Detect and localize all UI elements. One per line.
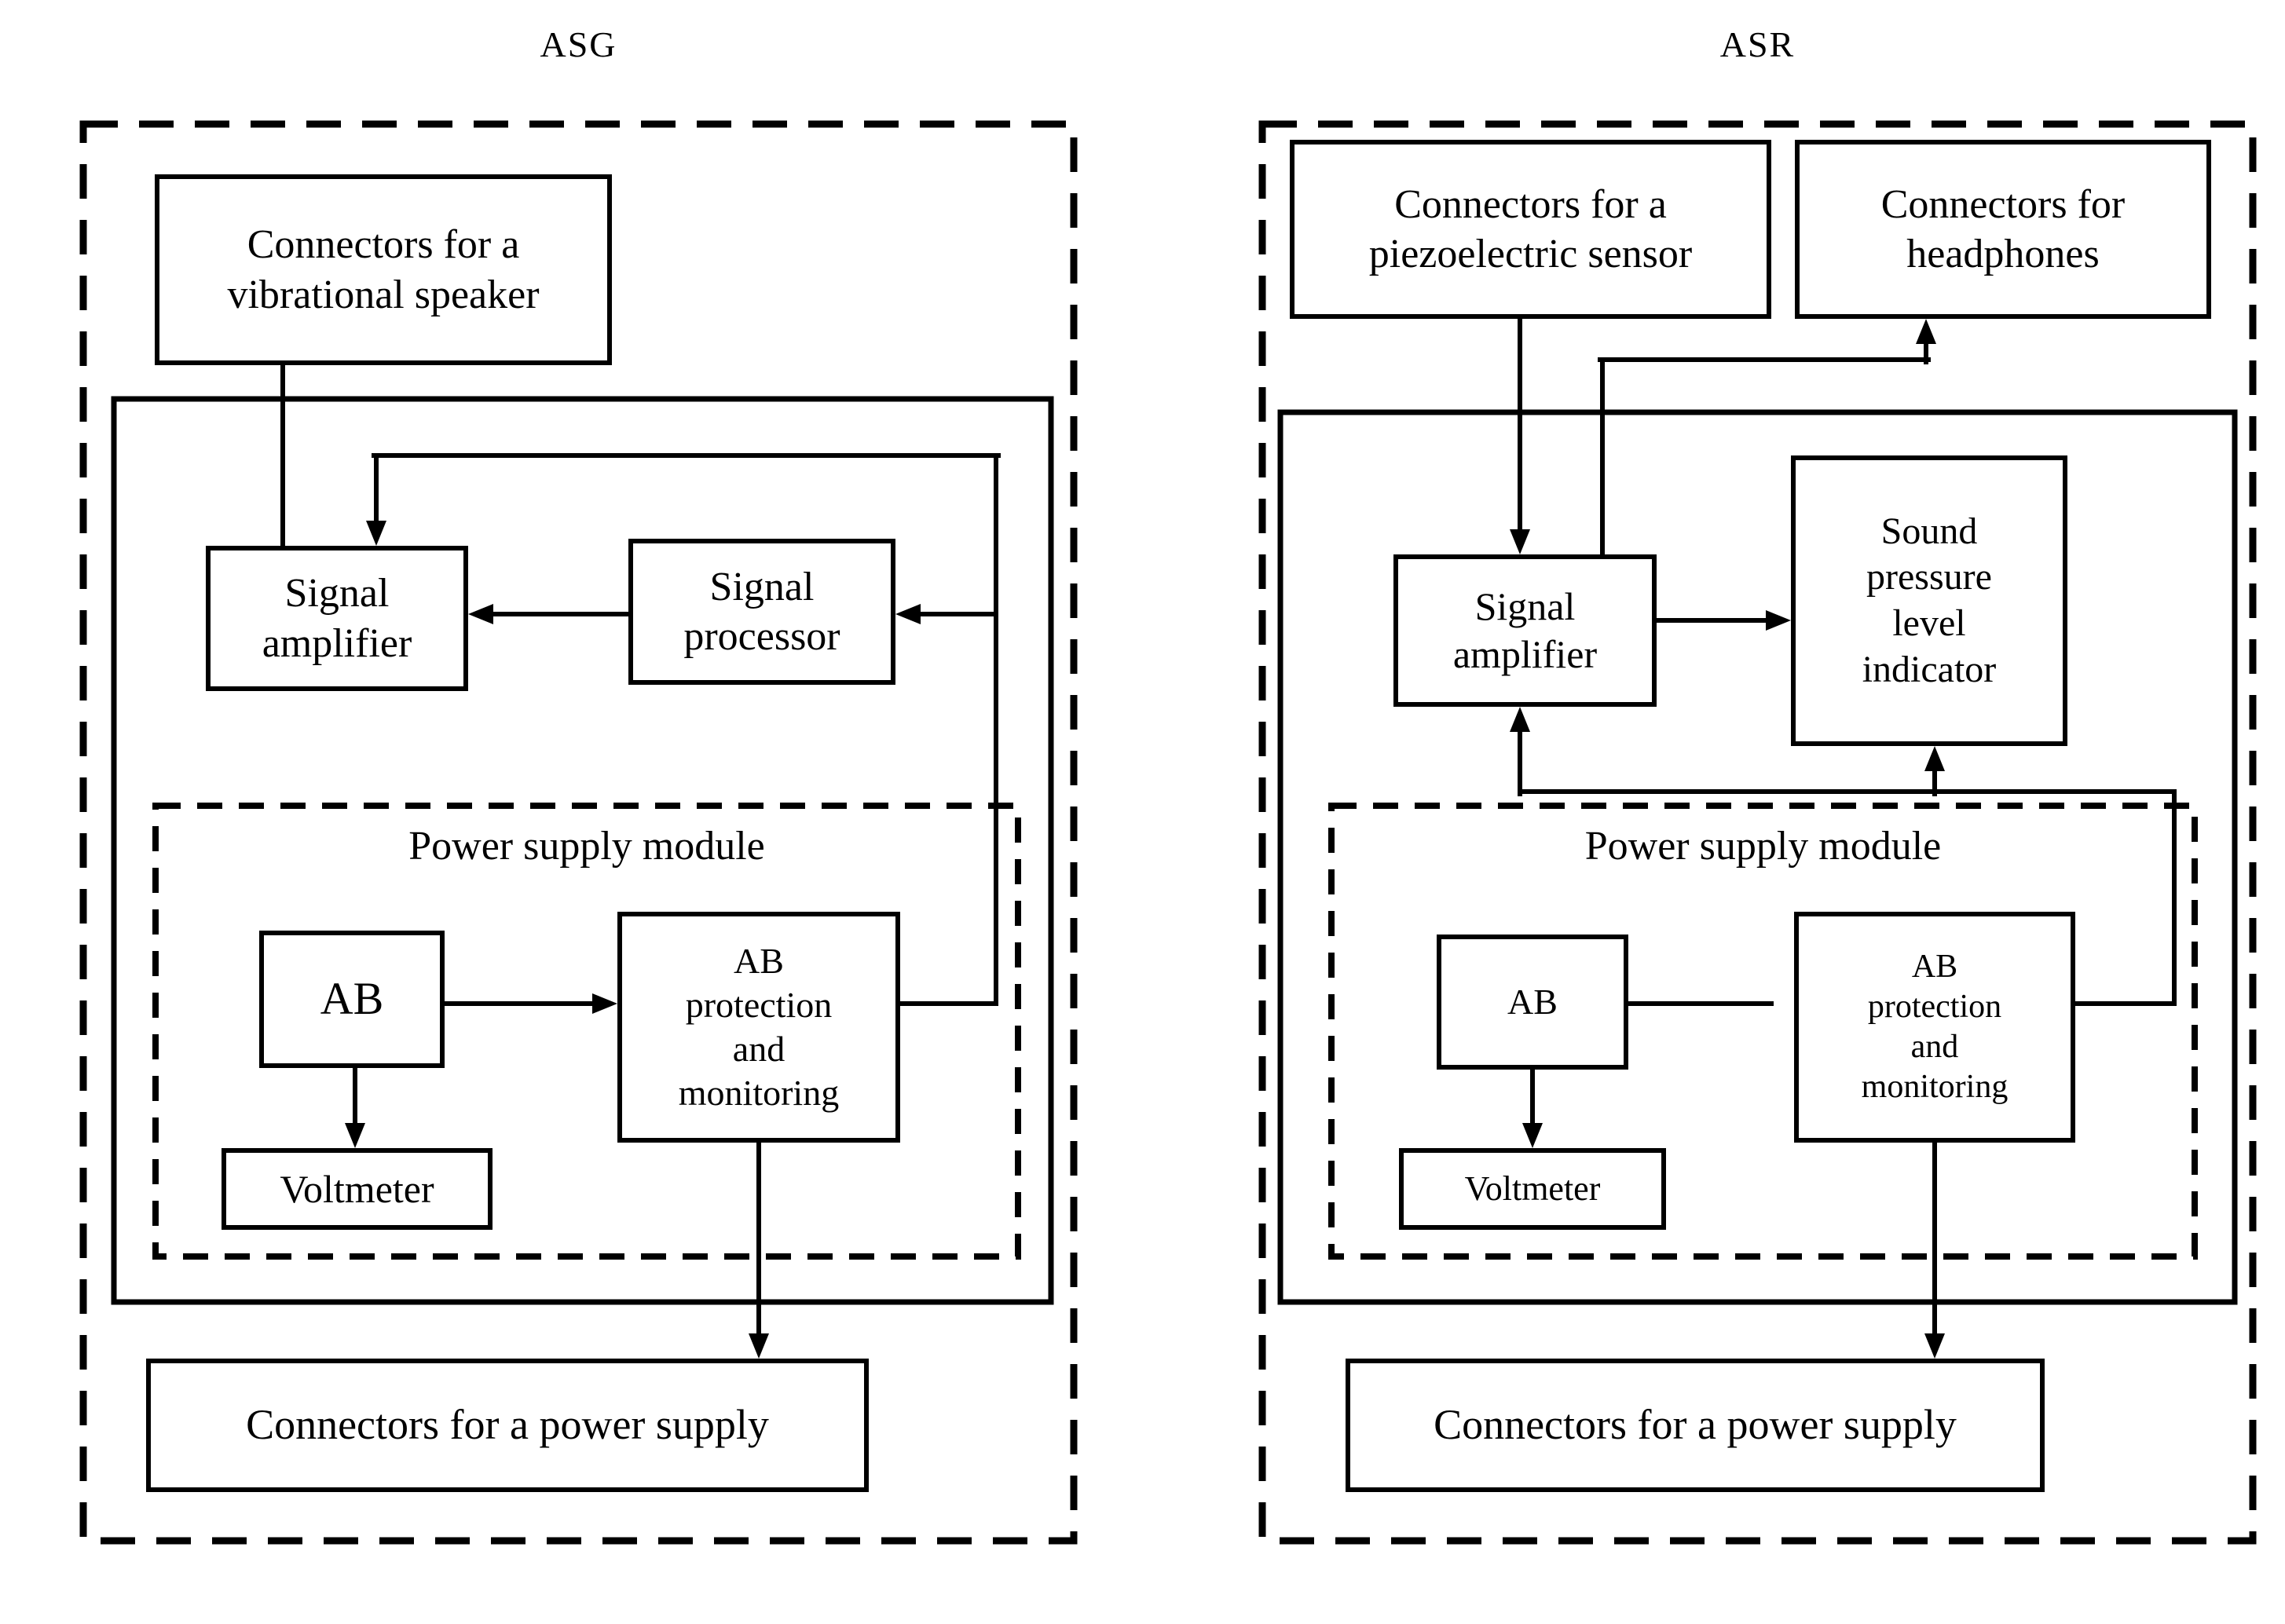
asr-inner-solid-border: [1277, 409, 2238, 1305]
asr-arrowhead-into-spl-bottom: [1924, 746, 1945, 771]
asr-arrowhead-into-voltmeter-top: [1522, 1123, 1543, 1148]
asr-box-sound-pressure-level-indicator: Sound pressure level indicator: [1791, 455, 2067, 746]
asr-box-ab-protection-monitoring: AB protection and monitoring: [1794, 912, 2075, 1143]
asg-box-ab: AB: [259, 931, 445, 1068]
asr-title: ASR: [1719, 24, 1796, 64]
asg-arrowhead-into-processor-right: [895, 604, 921, 624]
asr-arrowhead-into-spl-left: [1766, 610, 1791, 631]
asr-power-supply-module-label: Power supply module: [1584, 824, 1942, 869]
asg-box-signal-amplifier: Signal amplifier: [206, 546, 468, 691]
asr-outer-dashed-border: [1258, 120, 2257, 1545]
asr-box-voltmeter: Voltmeter: [1399, 1148, 1666, 1230]
asr-arrowhead-into-headphones-bottom: [1916, 319, 1936, 344]
asr-box-connectors-piezoelectric-sensor: Connectors for a piezoelectric sensor: [1290, 140, 1771, 319]
asg-box-voltmeter: Voltmeter: [222, 1148, 493, 1230]
asg-box-connectors-power-supply: Connectors for a power supply: [146, 1359, 869, 1492]
asg-box-signal-processor: Signal processor: [628, 539, 895, 685]
asg-arrowhead-into-amplifier-top: [366, 521, 386, 546]
asg-box-connectors-vibrational-speaker: Connectors for a vibrational speaker: [155, 174, 612, 365]
asg-title: ASG: [540, 24, 617, 64]
asg-power-supply-module-label: Power supply module: [408, 824, 765, 869]
asr-box-connectors-power-supply: Connectors for a power supply: [1346, 1359, 2045, 1492]
asr-arrowhead-into-amplifier-bottom: [1510, 707, 1530, 732]
asr-arrowhead-into-amplifier-top: [1510, 529, 1530, 554]
asr-power-module-dashed-border: [1328, 803, 2198, 1260]
asr-box-ab: AB: [1437, 935, 1628, 1070]
asg-arrowhead-into-power-connectors-top: [749, 1333, 769, 1359]
asg-arrowhead-into-voltmeter-top: [345, 1123, 365, 1148]
asr-box-connectors-headphones: Connectors for headphones: [1795, 140, 2211, 319]
asg-inner-solid-border: [111, 396, 1054, 1305]
asg-box-ab-protection-monitoring: AB protection and monitoring: [617, 912, 900, 1143]
asg-arrowhead-into-protection-left: [592, 993, 617, 1014]
asg-power-module-dashed-border: [152, 803, 1021, 1260]
asg-outer-dashed-border: [79, 120, 1078, 1545]
asg-arrowhead-into-amplifier-right: [468, 604, 493, 624]
asr-box-signal-amplifier: Signal amplifier: [1393, 554, 1657, 707]
asr-arrowhead-into-power-connectors-top: [1924, 1333, 1945, 1359]
